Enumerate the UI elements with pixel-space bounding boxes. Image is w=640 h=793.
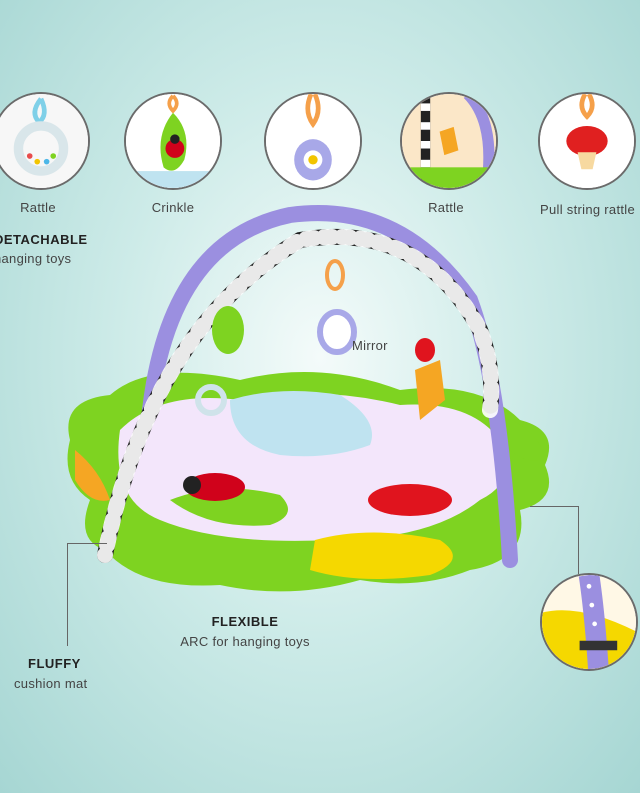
flexible-text: ARC for hanging toys bbox=[180, 634, 310, 649]
arc-callout-line-h bbox=[530, 506, 578, 507]
flexible-feature: FLEXIBLE ARC for hanging toys bbox=[170, 614, 320, 649]
toy-label-rattle-2: Rattle bbox=[428, 200, 464, 215]
mat-callout-line-v bbox=[67, 543, 68, 646]
toy-label-rattle: Rattle bbox=[20, 200, 56, 215]
fluffy-feature: FLUFFY cushion mat bbox=[14, 656, 87, 691]
flexible-title: FLEXIBLE bbox=[211, 614, 279, 629]
fluffy-title: FLUFFY bbox=[28, 656, 81, 671]
fluffy-text: cushion mat bbox=[14, 676, 88, 691]
toy-circle-flower-rattle bbox=[264, 92, 362, 190]
arc-callout-line-v bbox=[578, 506, 579, 574]
detachable-text: hanging toys bbox=[0, 251, 72, 266]
toy-label-pull-string-rattle: Pull string rattle bbox=[540, 202, 635, 217]
detachable-title: DETACHABLE bbox=[0, 232, 88, 247]
mirror-label: Mirror bbox=[352, 338, 388, 353]
mat-callout-line-h bbox=[67, 543, 107, 544]
toy-label-crinkle: Crinkle bbox=[151, 200, 195, 215]
toy-circle-rattle bbox=[0, 92, 90, 190]
arc-detail-circle bbox=[540, 573, 638, 671]
toy-circle-crinkle bbox=[124, 92, 222, 190]
toy-circle-pull-string-rattle bbox=[538, 92, 636, 190]
detachable-feature: DETACHABLE hanging toys bbox=[0, 232, 88, 266]
toy-circle-rattle-2 bbox=[400, 92, 498, 190]
